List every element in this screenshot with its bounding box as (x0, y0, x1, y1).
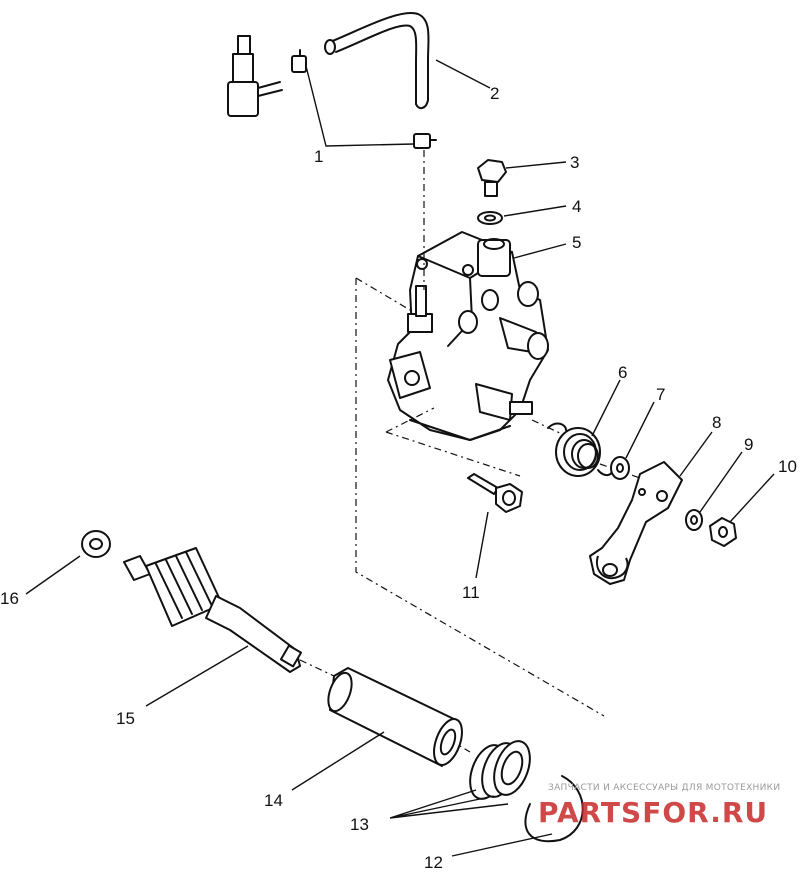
callout-4: 4 (572, 197, 581, 216)
callout-10: 10 (778, 457, 797, 476)
callout-5: 5 (572, 233, 581, 252)
watermark-tagline: ЗАПЧАСТИ И АКСЕССУАРЫ ДЛЯ МОТОТЕХНИКИ (548, 783, 780, 793)
callout-2: 2 (490, 84, 499, 103)
carb-nozzle-fitting (227, 35, 283, 117)
thrust-washer (81, 530, 111, 558)
retaining-ring (524, 775, 584, 843)
callout-16: 16 (0, 589, 19, 608)
mounting-screw (467, 473, 523, 513)
callout-12: 12 (424, 853, 443, 872)
callout-11: 11 (462, 583, 480, 602)
oil-pump-body (387, 231, 549, 441)
callout-numbers: 1 2 3 4 5 6 7 8 9 10 11 12 13 14 15 16 (0, 84, 797, 872)
banjo-bolt (477, 159, 507, 197)
hose-clamp-upper (291, 49, 307, 73)
callout-14: 14 (264, 791, 283, 810)
control-lever (589, 461, 683, 585)
callout-6: 6 (618, 363, 627, 382)
leader-lines (25, 59, 775, 857)
shaft-sleeve (327, 667, 463, 767)
callout-13: 13 (350, 815, 369, 834)
lever-nut (709, 517, 737, 547)
return-spring (547, 422, 614, 477)
flat-washer (610, 456, 630, 480)
callout-3: 3 (570, 153, 579, 172)
watermark-brand: PARTSFOR.RU (538, 796, 768, 829)
watermark: ЗАПЧАСТИ И АКСЕССУАРЫ ДЛЯ МОТОТЕХНИКИ PA… (538, 783, 780, 829)
drive-gear-shaft (123, 547, 303, 673)
oil-line-hose (324, 12, 430, 110)
callout-9: 9 (744, 435, 753, 454)
lock-washer (685, 509, 703, 531)
callout-15: 15 (116, 709, 135, 728)
callout-8: 8 (712, 413, 721, 432)
hose-clamp-lower (413, 133, 437, 149)
callout-1: 1 (314, 147, 323, 166)
callout-7: 7 (656, 385, 665, 404)
sealing-washer (477, 211, 503, 225)
seal-set (469, 740, 531, 800)
